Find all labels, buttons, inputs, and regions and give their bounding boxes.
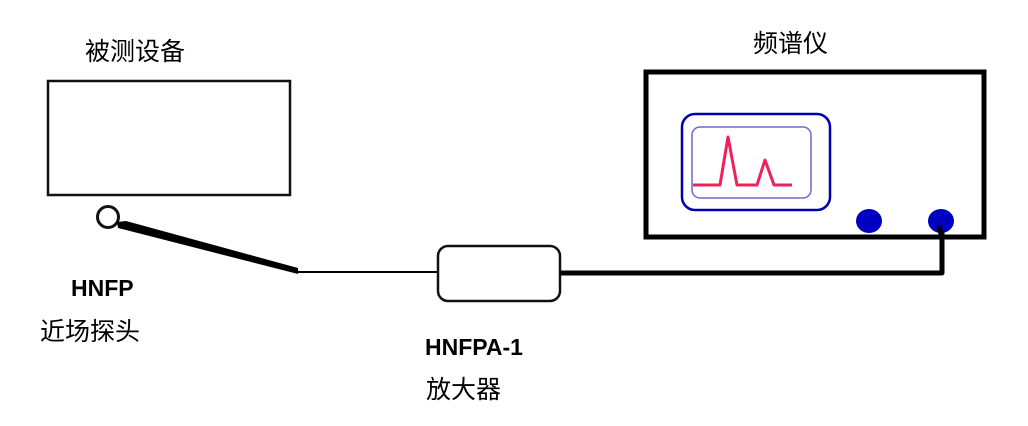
probe-handle	[117, 221, 298, 274]
probe-loop	[96, 205, 120, 229]
spectrum-trace	[693, 135, 792, 187]
output-cable	[560, 226, 945, 276]
device-under-test-label: 被测设备	[85, 37, 186, 66]
probe-name-label: 近场探头	[40, 317, 141, 346]
analyzer-screen-inner	[691, 126, 812, 199]
amplifier-box	[436, 244, 562, 303]
amplifier-model-label: HNFPA-1	[425, 334, 523, 360]
cable-connector	[936, 225, 945, 239]
knob-1	[856, 209, 882, 233]
device-under-test-box	[46, 79, 292, 197]
probe-model-label: HNFP	[71, 275, 134, 301]
spectrum-analyzer-box	[643, 69, 987, 240]
spectrum-analyzer-label: 频谱仪	[753, 29, 829, 58]
amplifier-name-label: 放大器	[426, 375, 502, 404]
knob-2-input-port	[928, 209, 954, 233]
analyzer-screen-outer	[680, 112, 832, 212]
